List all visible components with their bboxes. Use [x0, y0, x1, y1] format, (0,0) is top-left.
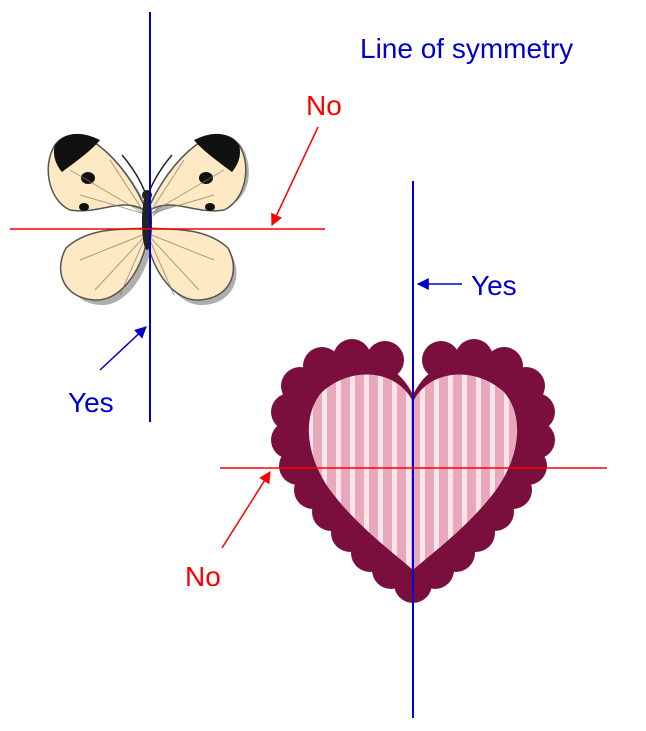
butterfly-no-label: No — [306, 90, 342, 121]
butterfly-no-arrow — [272, 127, 318, 225]
heart-no-arrow — [222, 472, 270, 548]
butterfly-yes-arrow — [100, 327, 146, 370]
title-label: Line of symmetry — [360, 33, 573, 64]
butterfly-yes-label: Yes — [68, 387, 114, 418]
butterfly-figure — [48, 134, 249, 305]
heart-no-label: No — [185, 561, 221, 592]
heart-yes-label: Yes — [471, 270, 517, 301]
